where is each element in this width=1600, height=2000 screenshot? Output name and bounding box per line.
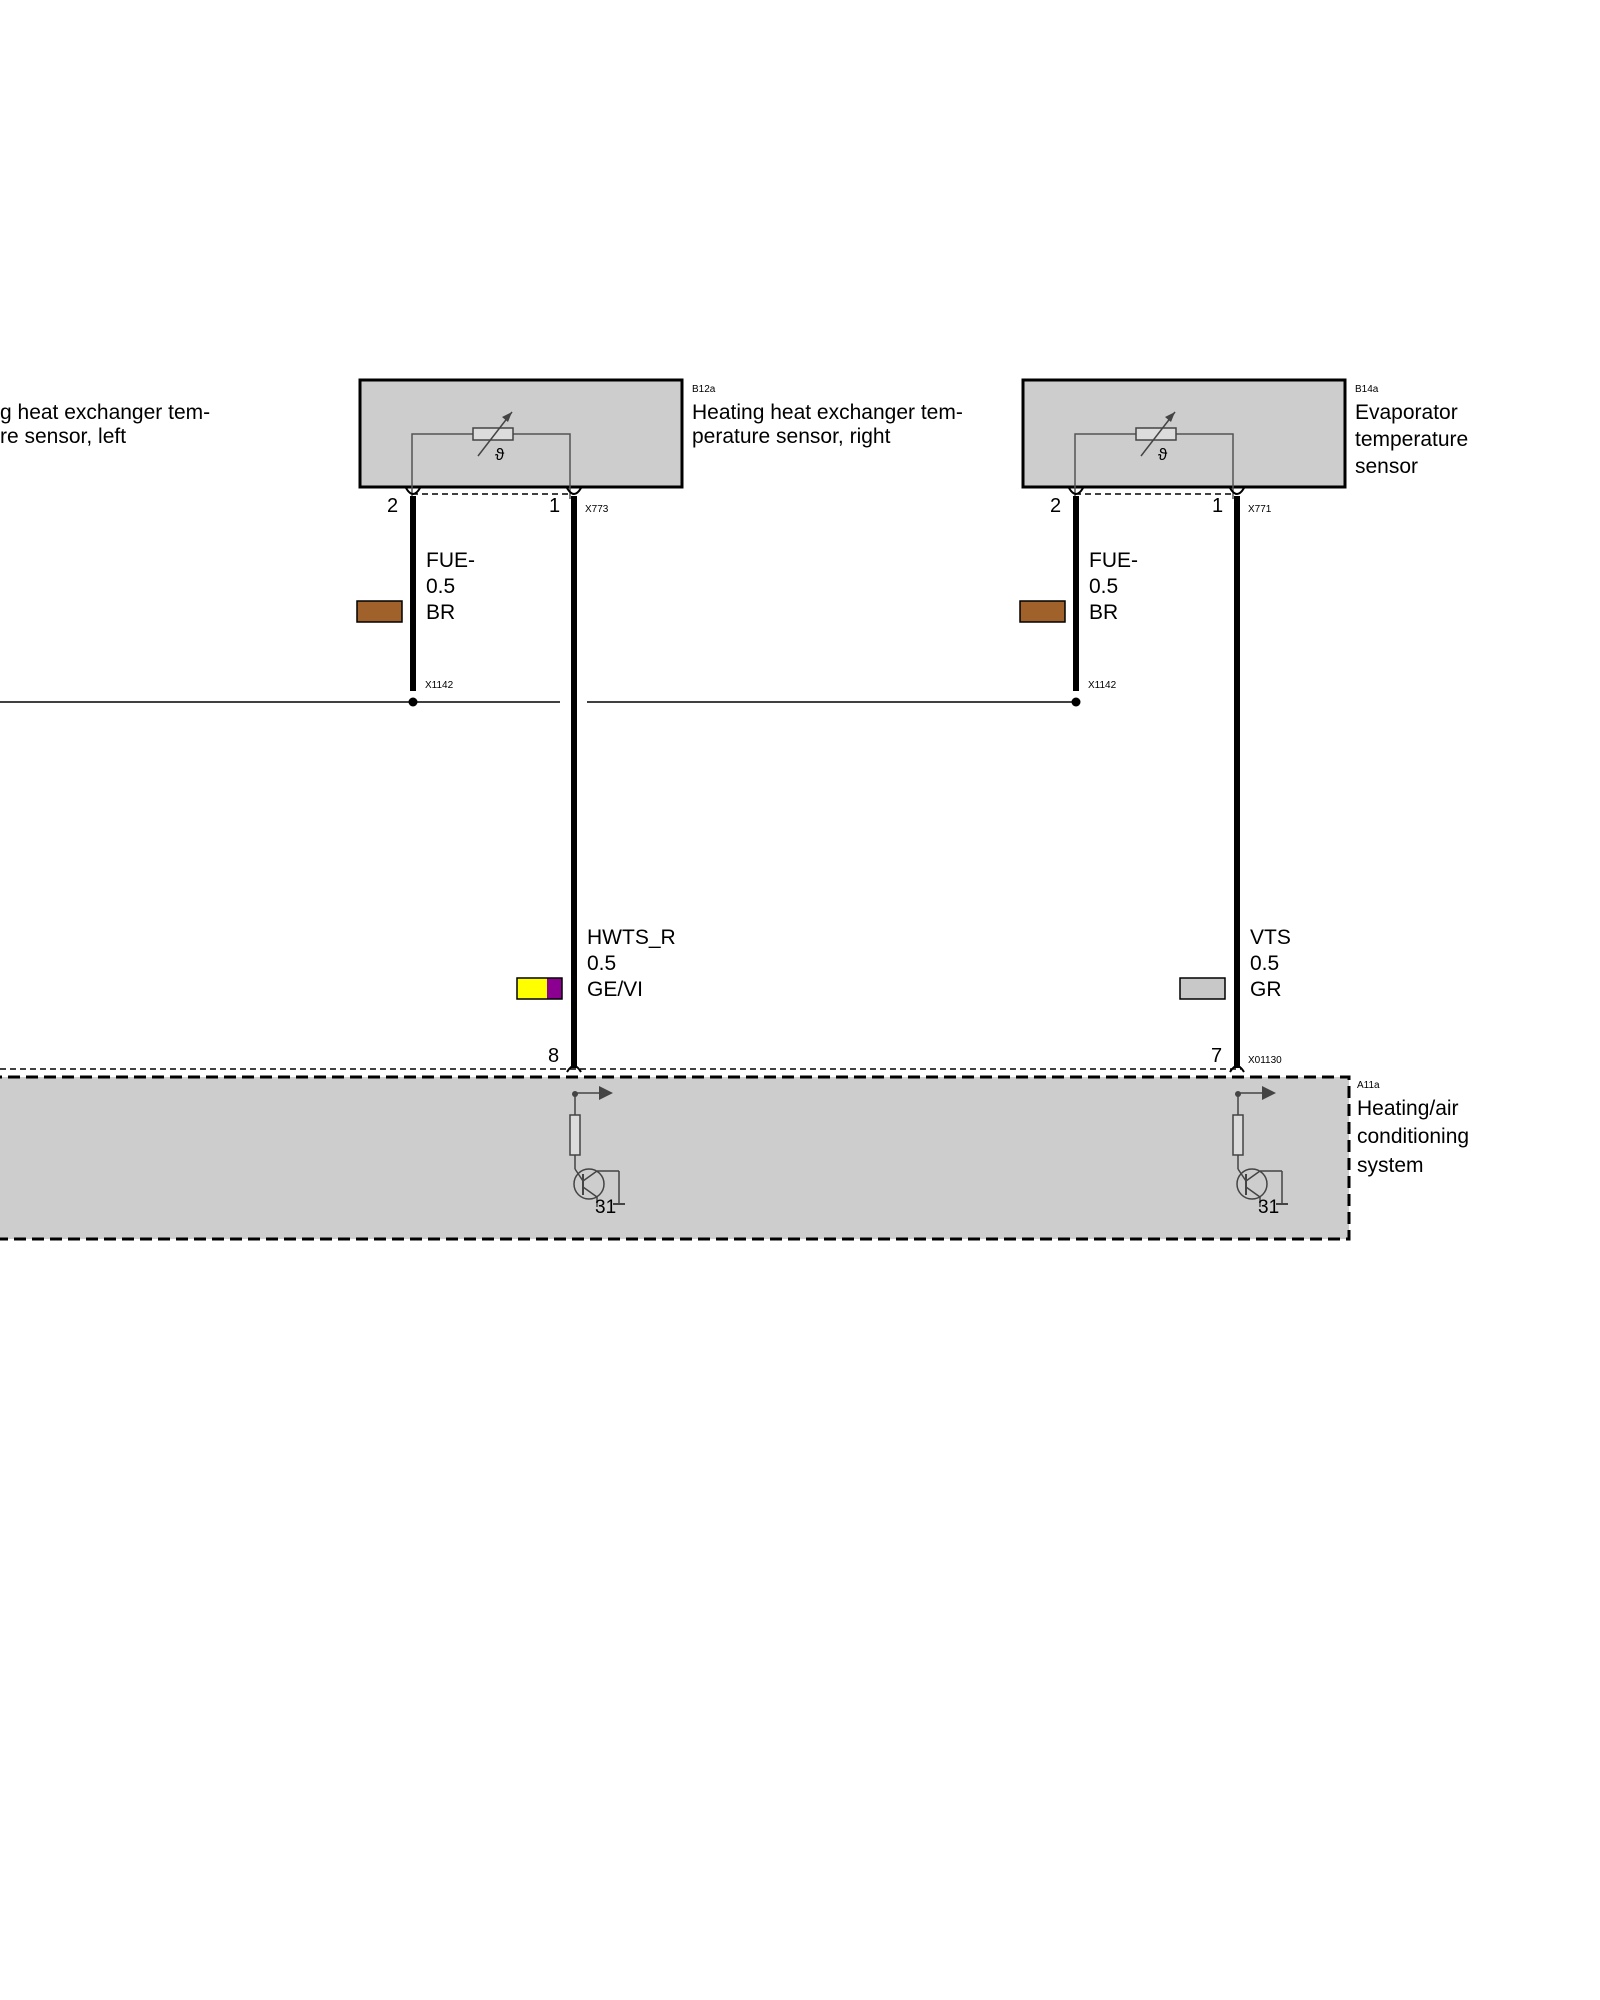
pin-hook-b14a-1	[1229, 487, 1245, 495]
wire-hwts-r-signal: HWTS_R	[587, 926, 676, 949]
wire-vts-size: 0.5	[1250, 952, 1279, 975]
sensor-left-desc-line1: g heat exchanger tem-	[0, 401, 210, 424]
sensor-right-desc-line2: perature sensor, right	[692, 425, 891, 448]
wire-vts-signal: VTS	[1250, 926, 1291, 949]
pin-number-a11a-8: 8	[548, 1045, 559, 1067]
sensor-right-desc-line1: Heating heat exchanger tem-	[692, 401, 963, 424]
wire-fue-right-color: BR	[1089, 601, 1118, 624]
theta-symbol-b12a: ϑ	[495, 445, 505, 464]
evaporator-sensor-desc-line1: Evaporator	[1355, 401, 1458, 424]
splice-x1142-right: X1142	[1088, 680, 1117, 691]
pin-hook-b14a-2	[1068, 487, 1084, 495]
pin-hook-a11a-8	[566, 1065, 582, 1073]
splice-point-left	[408, 697, 418, 707]
control-unit-desc-line1: Heating/air	[1357, 1097, 1459, 1120]
wire-color-swatch-hwts-yellow	[517, 978, 547, 999]
control-unit-id: A11a	[1357, 1080, 1380, 1091]
wire-color-swatch-fue-right	[1019, 600, 1066, 623]
evaporator-sensor-id: B14a	[1355, 384, 1379, 395]
wire-vts-color: GR	[1250, 978, 1282, 1001]
sensor-right-id: B12a	[692, 384, 716, 395]
wire-fue-left-signal: FUE-	[426, 549, 475, 572]
connector-x01130: X01130	[1248, 1055, 1282, 1066]
splice-x1142-left: X1142	[425, 680, 454, 691]
pin-number-b14a-1: 1	[1212, 495, 1223, 517]
sensor-left-desc-line2: re sensor, left	[0, 425, 126, 448]
connector-x773: X773	[585, 504, 609, 515]
pin-number-a11a-7: 7	[1211, 1045, 1222, 1067]
pin-hook-a11a-7	[1229, 1065, 1245, 1073]
evaporator-sensor-desc-line2: temperature	[1355, 428, 1468, 451]
pin-hook-b12a-2	[405, 487, 421, 495]
pin-number-b14a-2: 2	[1050, 495, 1061, 517]
wire-fue-left-size: 0.5	[426, 575, 455, 598]
wire-color-swatch-vts	[1179, 977, 1226, 1000]
wire-color-swatch-hwts-violet	[547, 978, 562, 999]
wire-fue-right-size: 0.5	[1089, 575, 1118, 598]
control-unit-desc-line2: conditioning	[1357, 1125, 1469, 1148]
ground-31-right: 31	[1258, 1197, 1279, 1218]
pin-number-b12a-2: 2	[387, 495, 398, 517]
splice-point-right	[1071, 697, 1081, 707]
wire-hwts-r-size: 0.5	[587, 952, 616, 975]
wire-color-swatch-fue-left	[356, 600, 403, 623]
wire-hwts-r-color: GE/VI	[587, 978, 643, 1001]
pin-number-b12a-1: 1	[549, 495, 560, 517]
ground-31-left: 31	[595, 1197, 616, 1218]
evaporator-sensor-desc-line3: sensor	[1355, 455, 1418, 478]
control-unit-desc-line3: system	[1357, 1154, 1424, 1177]
wire-color-swatch-hwts-border	[516, 977, 563, 1000]
pin-hook-b12a-1	[566, 487, 582, 495]
wire-fue-right-signal: FUE-	[1089, 549, 1138, 572]
theta-symbol-b14a: ϑ	[1158, 445, 1168, 464]
connector-x771: X771	[1248, 504, 1272, 515]
control-unit-box[interactable]	[0, 1075, 1351, 1241]
wire-fue-left-color: BR	[426, 601, 455, 624]
